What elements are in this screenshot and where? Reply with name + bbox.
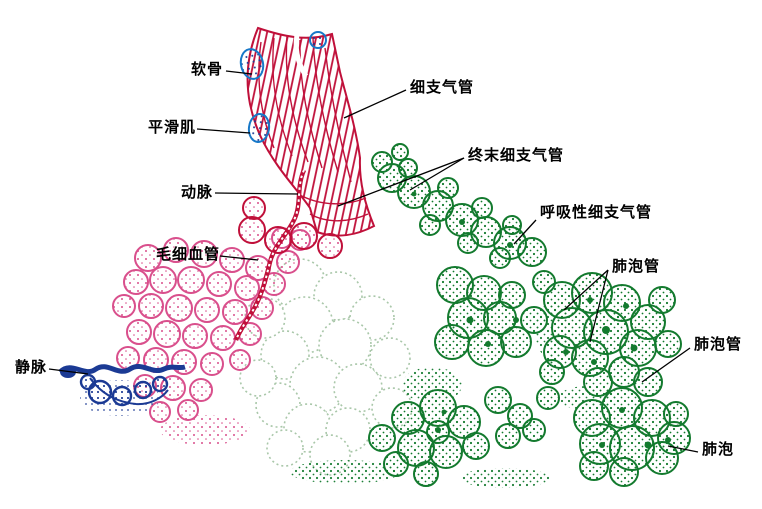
label-artery: 动脉 [181,184,214,201]
label-alveolar-duct-1: 肺泡管 [612,258,661,275]
label-alveolus: 肺泡 [702,441,735,458]
cartilage-shape [239,31,327,143]
label-cartilage: 软骨 [191,61,224,78]
label-smooth-muscle: 平滑肌 [148,119,197,136]
label-bronchiole: 细支气管 [410,79,475,96]
label-terminal-bronchiole: 终末细支气管 [468,147,565,164]
white-alveoli-cluster [239,258,413,476]
label-vein: 静脉 [15,359,48,376]
vein-shape [58,363,186,416]
label-alveolar-duct-2: 肺泡管 [694,336,743,353]
green-accent-dots [411,191,671,449]
respiratory-bronchiole-shape [371,143,547,269]
label-respiratory-bronchiole: 呼吸性细支气管 [540,204,653,221]
label-capillary: 毛细血管 [156,246,221,263]
artery-shape [233,169,307,341]
leader-lines [48,70,699,453]
